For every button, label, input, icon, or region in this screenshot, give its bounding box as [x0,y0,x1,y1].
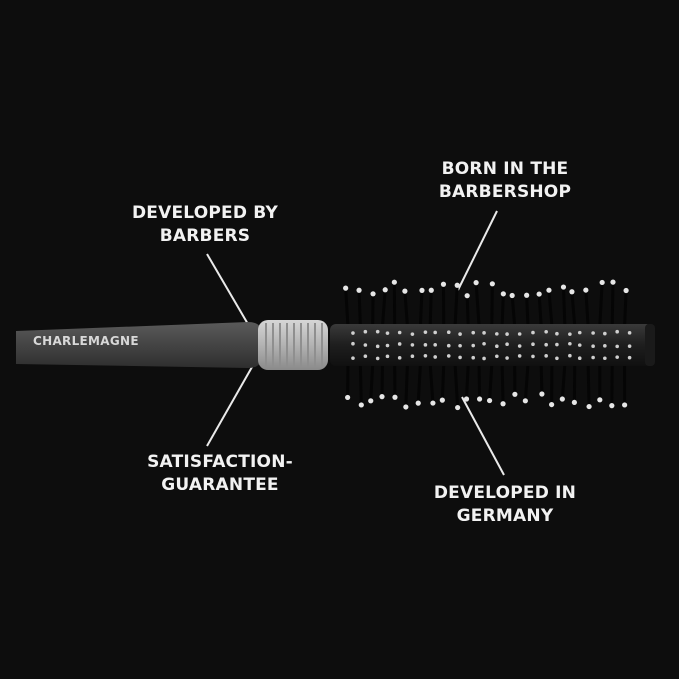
leader-line-developed-by-barbers [206,253,253,332]
callout-developed-by-barbers: DEVELOPED BY BARBERS [120,202,290,248]
callout-line: SATISFACTION- [147,452,293,472]
callout-developed-in-germany: DEVELOPED IN GERMANY [415,482,595,528]
bristle-tips [343,279,632,411]
leader-line-satisfaction-guarantee [206,366,253,447]
callout-line: DEVELOPED BY [131,203,278,223]
barrel-end-cap [645,324,655,366]
callout-line: DEVELOPED IN [433,483,577,503]
grip-ring [258,320,328,370]
leader-line-born-in-barbershop [457,210,498,291]
callout-line: BARBERS [159,226,251,246]
callout-line: GUARANTEE [161,475,279,495]
callout-line: BORN IN THE [441,159,569,179]
leader-line-developed-in-germany [461,396,505,476]
brand-logo-text: CHARLEMAGNE [33,334,139,348]
brush-handle [16,322,262,368]
callout-born-in-barbershop: BORN IN THE BARBERSHOP [415,158,595,204]
callout-line: GERMANY [456,506,554,526]
callout-line: BARBERSHOP [438,182,572,202]
callout-satisfaction-guarantee: SATISFACTION- GUARANTEE [115,451,325,497]
bristles [344,282,628,408]
